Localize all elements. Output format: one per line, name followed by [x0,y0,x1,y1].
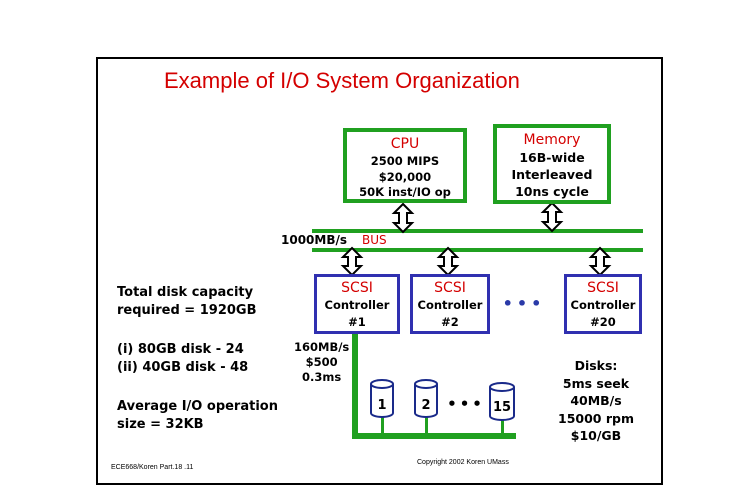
controller20-bus-arrow [588,246,612,277]
option-line1: (i) 80GB disk - 24 [117,342,244,357]
bus-name-label: BUS [362,233,387,247]
cpu-line3: 50K inst/IO op [359,185,451,199]
disk-15-label: 15 [493,400,511,415]
cpu-line2: $20,000 [378,170,432,184]
disk-2 [414,379,438,418]
disk-specs: Disks: 5ms seek 40MB/s 15000 rpm $10/GB [552,357,640,445]
bus-speed-label: 1000MB/s [281,233,348,247]
avg-io-line1: Average I/O operation [117,399,278,414]
disk-15 [489,382,515,421]
disk-spec-cost: $10/GB [570,428,622,443]
scsi-controller-1: SCSI Controller #1 [314,274,400,334]
disk-ellipsis: ••• [447,395,485,413]
memory-line2: Interleaved [511,167,593,182]
memory-box: Memory 16B-wide Interleaved 10ns cycle [493,124,611,204]
disk-spec-seek: 5ms seek [562,375,630,391]
disk-spec-rpm: 15000 rpm [558,410,634,426]
controller1-bus-arrow [340,246,364,277]
scsi-controller-20: SCSI Controller #20 [564,274,642,334]
disk-2-label: 2 [421,398,430,413]
capacity-text: Total disk capacity required = 1920GB [117,284,256,320]
memory-bus-arrow [540,201,564,233]
avg-io-line2: size = 32KB [117,417,204,432]
controller20-number: #20 [590,315,616,329]
disk-spec-heading: Disks: [574,358,618,373]
controller2-title: SCSI [434,280,466,296]
scsi-bus-cost: $500 [305,355,338,369]
controller1-label: Controller [324,298,390,312]
cpu-title: CPU [390,136,420,152]
disk2-stub [425,416,428,434]
controller20-title: SCSI [587,280,619,296]
controller1-title: SCSI [341,280,373,296]
scsi-bus-horizontal [352,433,516,439]
option-line2: (ii) 40GB disk - 48 [117,360,249,375]
scsi-bus-vertical [352,333,358,439]
scsi-controller-2: SCSI Controller #2 [410,274,490,334]
system-bus-bottom-line [312,248,643,252]
system-bus-top-line [312,229,643,233]
controller2-label: Controller [417,298,483,312]
disk-spec-rate: 40MB/s [570,393,622,408]
disk15-stub [501,416,504,434]
capacity-line1: Total disk capacity [117,285,254,300]
cpu-box: CPU 2500 MIPS $20,000 50K inst/IO op [343,128,467,203]
memory-title: Memory [523,132,581,148]
disk1-stub [381,416,384,434]
cpu-bus-arrow [391,202,415,234]
disk-1-label: 1 [377,398,386,413]
scsi-bus-specs: 160MB/s $500 0.3ms [294,340,349,385]
controller1-number: #1 [348,315,366,329]
disk-1 [370,379,394,418]
controller20-label: Controller [570,298,636,312]
scsi-bus-latency: 0.3ms [302,370,342,384]
avg-io-text: Average I/O operation size = 32KB [117,398,278,434]
controller2-bus-arrow [436,246,460,277]
scsi-bus-bandwidth: 160MB/s [294,340,350,354]
capacity-line2: required = 1920GB [117,303,257,318]
cpu-line1: 2500 MIPS [370,154,440,168]
controller2-number: #2 [441,315,459,329]
memory-line3: 10ns cycle [515,184,589,199]
memory-line1: 16B-wide [519,150,585,165]
slide-title: Example of I/O System Organization [164,68,520,93]
footer-center: Copyright 2002 Koren UMass [417,459,509,466]
controller-ellipsis: ••• [503,294,546,313]
footer-left: ECE668/Koren Part.18 .11 [111,464,194,471]
disk-options-text: (i) 80GB disk - 24 (ii) 40GB disk - 48 [117,341,248,377]
